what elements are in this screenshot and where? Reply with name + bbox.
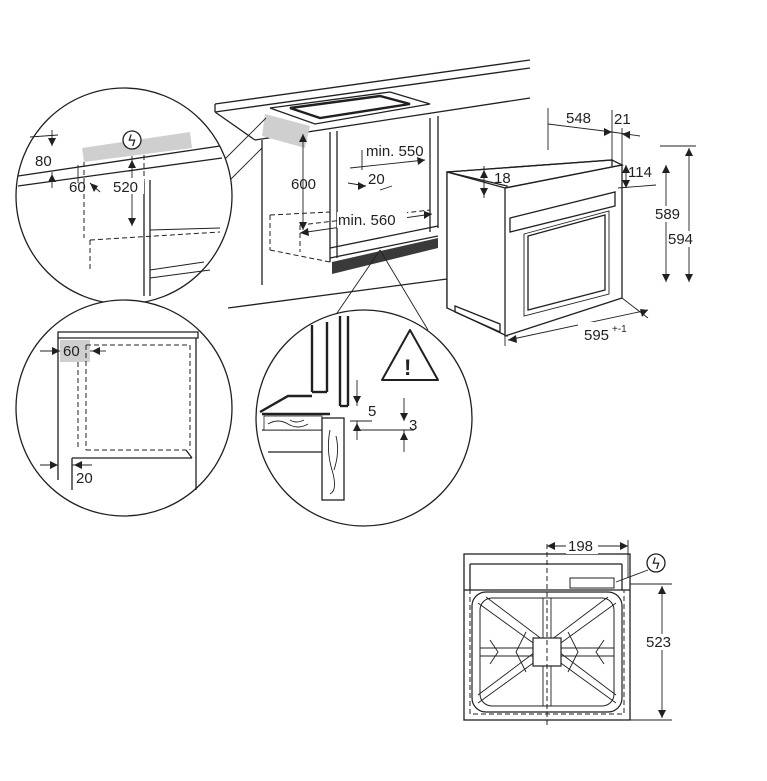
dim-60-top: 60 [69, 165, 101, 196]
warning-icon: ! [404, 355, 411, 380]
dim-min560: min. 560 [299, 211, 433, 236]
dim-80-label: 80 [35, 153, 52, 170]
dim-min560-label: min. 560 [338, 212, 396, 229]
dim-3-label: 3 [409, 417, 417, 434]
dim-595-tolerance: +-1 [612, 324, 627, 335]
dim-594-label: 594 [668, 231, 693, 248]
dim-594: 594 [660, 145, 696, 282]
socket-area [262, 114, 310, 148]
oven-top-view [463, 544, 631, 728]
dim-5: 5 [350, 380, 376, 440]
dim-min550: min. 550 [349, 143, 426, 170]
dim-520-label: 520 [113, 179, 138, 196]
dim-548-label: 548 [566, 110, 591, 127]
electric-icon-top: ϟ [122, 130, 142, 150]
dim-548: 548 [547, 108, 613, 160]
dim-589-label: 589 [655, 206, 680, 223]
dim-595: 595 +-1 [504, 297, 649, 346]
dim-60-side-label: 60 [63, 343, 80, 360]
dim-114-label: 114 [628, 164, 652, 181]
dim-60-side: 60 [40, 343, 106, 360]
dim-520: 520 [112, 156, 144, 226]
dim-min550-label: min. 550 [366, 143, 424, 160]
electric-icon: ϟ [127, 132, 137, 150]
detail-circle-ventilation [255, 249, 473, 527]
dim-18: 18 [480, 166, 511, 198]
cabinet-drawing [214, 59, 531, 309]
warning-icon-group: ! [381, 329, 439, 381]
dim-20-niche-label: 20 [368, 171, 385, 188]
side-gap-area [60, 340, 90, 362]
dim-5-label: 5 [368, 403, 376, 420]
dim-20-side: 20 [40, 461, 93, 487]
dim-595-label: 595 [584, 327, 609, 344]
dim-198-label: 198 [568, 538, 593, 555]
dim-523-label: 523 [646, 634, 671, 651]
dim-60-top-label: 60 [69, 179, 86, 196]
dim-600-label: 600 [291, 176, 316, 193]
dim-20-niche: 20 [347, 171, 393, 191]
dim-114: 114 [617, 164, 657, 189]
electric-icon-bottom: ϟ [651, 555, 661, 573]
dim-600: 600 [291, 134, 316, 230]
detail-circle-side [15, 299, 233, 517]
dim-589: 589 [654, 165, 680, 282]
dim-21-label: 21 [614, 111, 631, 128]
dim-21: 21 [611, 111, 641, 165]
electric-icon-bottom-group: ϟ [615, 553, 666, 583]
dim-523: 523 [630, 583, 677, 721]
dim-20-side-label: 20 [76, 470, 93, 487]
dim-80: 80 [29, 130, 59, 188]
oven-drawing [446, 159, 624, 338]
dim-18-label: 18 [494, 170, 511, 187]
dim-3: 3 [360, 398, 417, 452]
detail-circle-socket [15, 87, 267, 305]
dim-198: 198 [547, 538, 629, 578]
